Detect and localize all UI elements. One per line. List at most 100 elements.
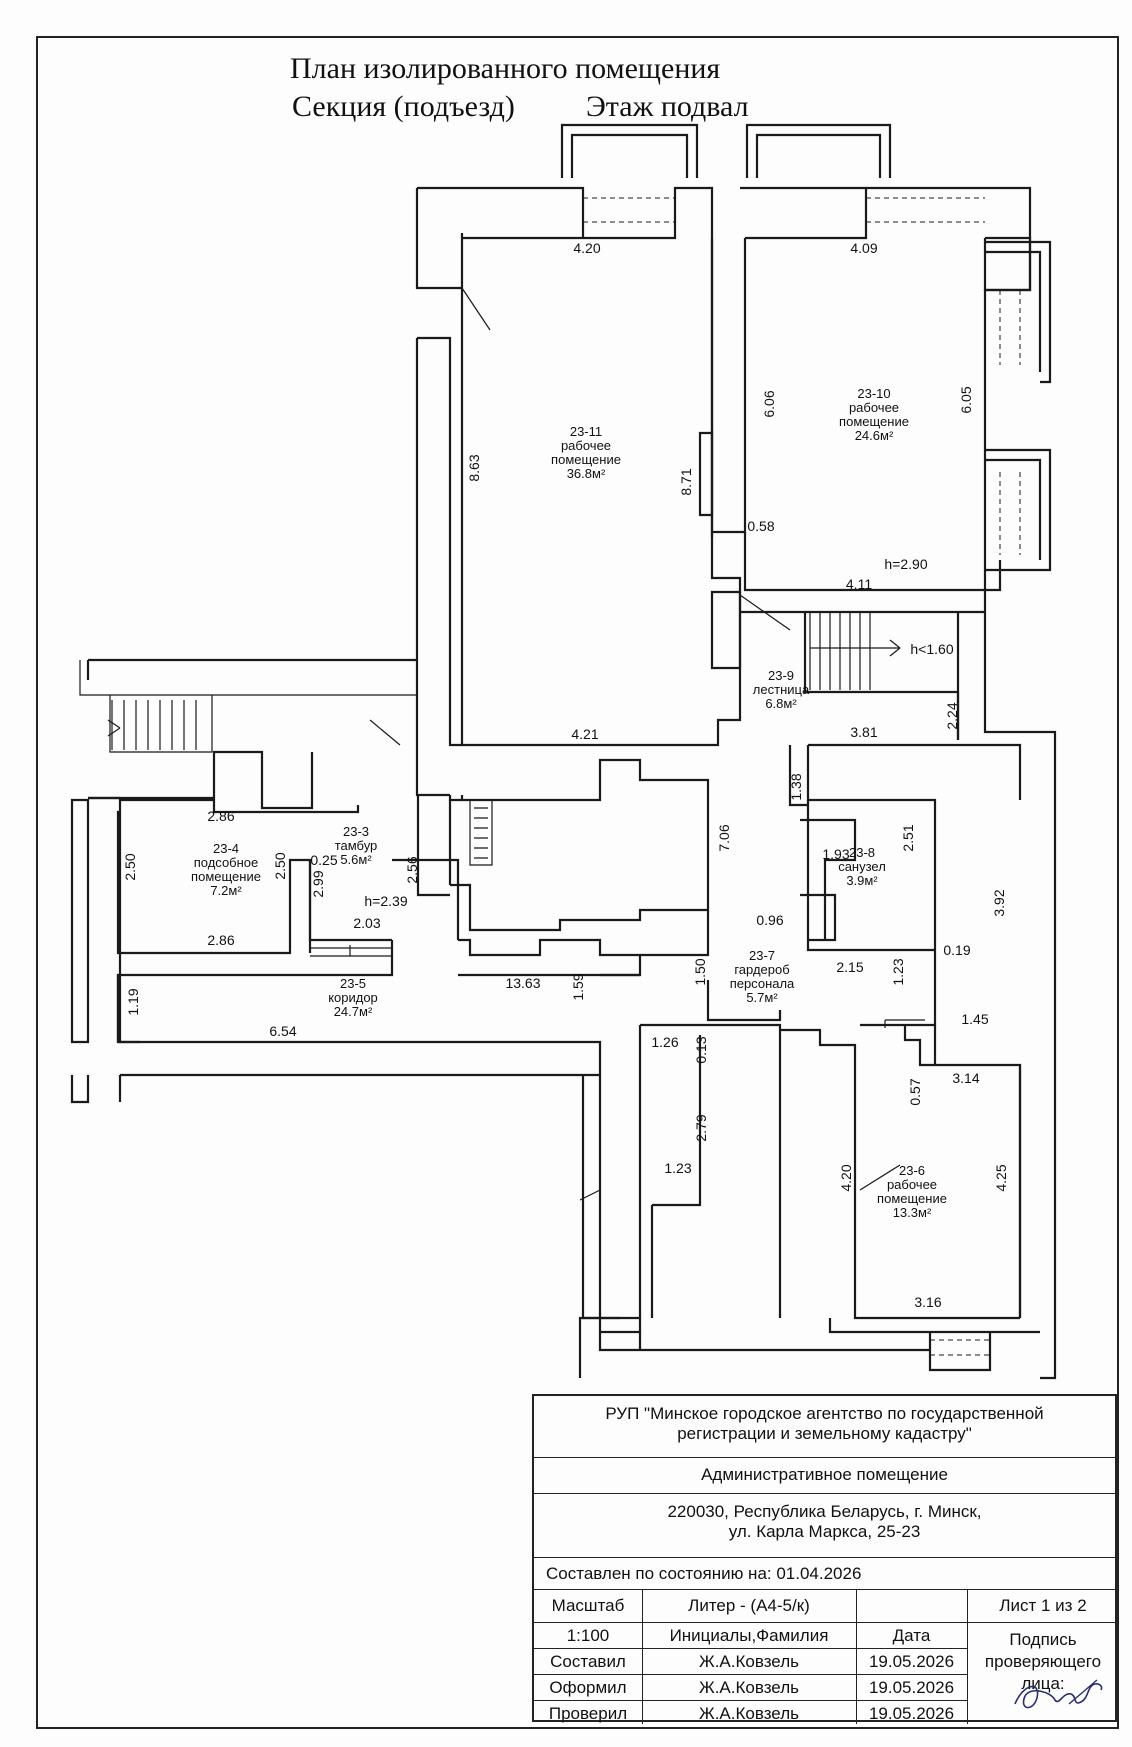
dimension-label: 1.59: [570, 973, 586, 1000]
liter: Литер - (А4-5/к): [688, 1596, 810, 1615]
dimension-label: 2.03: [353, 915, 380, 931]
dimension-label: h=2.39: [364, 893, 407, 909]
window-niche: [985, 240, 1052, 384]
dimension-label: 1.93: [822, 846, 849, 862]
walls: [70, 123, 1057, 1380]
room-name: персонала: [730, 976, 795, 991]
stair-details: [79, 287, 925, 1201]
name-checked: Ж.А.Ковзель: [699, 1704, 799, 1723]
dimension-label: 1.23: [664, 1160, 691, 1176]
dimension-label: 1.23: [890, 958, 906, 985]
room-id: 23-8: [849, 845, 875, 860]
dimension-label: 2.99: [310, 870, 326, 897]
room-area: 5.6м²: [340, 852, 372, 867]
as-of-date: Составлен по состоянию на: 01.04.2026: [546, 1564, 862, 1583]
room-area: 36.8м²: [567, 466, 606, 481]
floor-label: Этаж подвал: [586, 90, 749, 123]
window-openings: [583, 197, 1021, 1356]
dimension-label: 2.86: [207, 932, 234, 948]
dimension-label: 1.50: [692, 958, 708, 985]
address-row: 220030, Республика Беларусь, г. Минск, у…: [534, 1494, 1115, 1558]
org-row: РУП "Минское городское агентство по госу…: [534, 1396, 1115, 1458]
role-drafted: Оформил: [549, 1678, 627, 1697]
room-id: 23-7: [749, 948, 775, 963]
room-name: санузел: [838, 859, 886, 874]
room-name: рабочее: [887, 1177, 937, 1192]
dimension-label: h=2.90: [884, 556, 927, 572]
handwritten-signature: [1014, 1679, 1103, 1709]
name-compiled: Ж.А.Ковзель: [699, 1652, 799, 1671]
room-name: гардероб: [734, 962, 789, 977]
dimension-label: 0.13: [693, 1036, 709, 1063]
dimension-label: 8.71: [678, 468, 694, 495]
dimension-label: 2.86: [207, 808, 234, 824]
dimension-label: 4.25: [993, 1164, 1009, 1191]
dimension-label: 4.20: [573, 240, 600, 256]
signature-header-1: Подпись: [1009, 1630, 1077, 1649]
scale-value: 1:100: [566, 1626, 610, 1645]
room-area: 6.8м²: [765, 696, 797, 711]
dimension-label: 1.19: [125, 988, 141, 1015]
dimension-label: 2.56: [404, 856, 420, 883]
room-area: 7.2м²: [210, 883, 242, 898]
dimension-label: 13.63: [505, 975, 540, 991]
dimension-label: 2.51: [900, 824, 916, 851]
scale-label: Масштаб: [551, 1596, 625, 1615]
room-name: помещение: [551, 452, 621, 467]
dimension-label: 4.09: [850, 240, 877, 256]
as-of-row: Составлен по состоянию на: 01.04.2026: [534, 1558, 1115, 1590]
window-niche: [985, 448, 1052, 572]
window-niche: [985, 458, 1042, 560]
dimension-label: 2.24: [944, 702, 960, 729]
dimension-label: 4.21: [571, 726, 598, 742]
room-id: 23-3: [343, 824, 369, 839]
org-line-2: регистрации и земельному кадастру": [677, 1424, 972, 1443]
room-id: 23-9: [768, 668, 794, 683]
room-id: 23-6: [899, 1163, 925, 1178]
object-row: Административное помещение: [534, 1458, 1115, 1494]
dimension-label: 3.81: [850, 724, 877, 740]
name-header: Инициалы,Фамилия: [669, 1626, 829, 1645]
dimension-label: 7.06: [716, 824, 732, 851]
room-id: 23-11: [570, 424, 602, 439]
title-block: РУП "Минское городское агентство по госу…: [532, 1394, 1119, 1724]
section-label: Секция (подъезд): [292, 90, 515, 123]
dimension-label: 0.57: [907, 1078, 923, 1105]
room-area: 3.9м²: [846, 873, 878, 888]
signature-header-2: проверяющего: [984, 1652, 1102, 1671]
window-niche: [570, 133, 689, 178]
dimension-label: 0.58: [747, 518, 774, 534]
dimension-label: 0.96: [756, 912, 783, 928]
dimension-label: 4.11: [846, 576, 872, 592]
date-compiled: 19.05.2026: [868, 1652, 955, 1671]
dimension-label: 3.16: [914, 1294, 941, 1310]
window-niche: [985, 250, 1042, 372]
window-niche: [560, 123, 699, 178]
role-compiled: Составил: [550, 1652, 626, 1671]
dimension-label: 2.15: [836, 959, 863, 975]
dimension-label: 3.92: [991, 889, 1007, 916]
date-header: Дата: [892, 1626, 931, 1645]
date-checked: 19.05.2026: [868, 1704, 955, 1723]
dimension-label: 2.50: [272, 852, 288, 879]
dimension-label: 2.50: [122, 853, 138, 880]
dimension-label: 6.06: [761, 390, 777, 417]
room-id: 23-5: [340, 976, 366, 991]
address-line-2: ул. Карла Маркса, 25-23: [728, 1522, 921, 1541]
room-id: 23-10: [857, 386, 890, 401]
room-name: помещение: [191, 869, 261, 884]
role-checked: Проверил: [548, 1704, 628, 1723]
room-area: 24.7м²: [334, 1004, 373, 1019]
room-name: лестница: [753, 682, 810, 697]
signature-header-3: лица:: [1021, 1674, 1065, 1693]
